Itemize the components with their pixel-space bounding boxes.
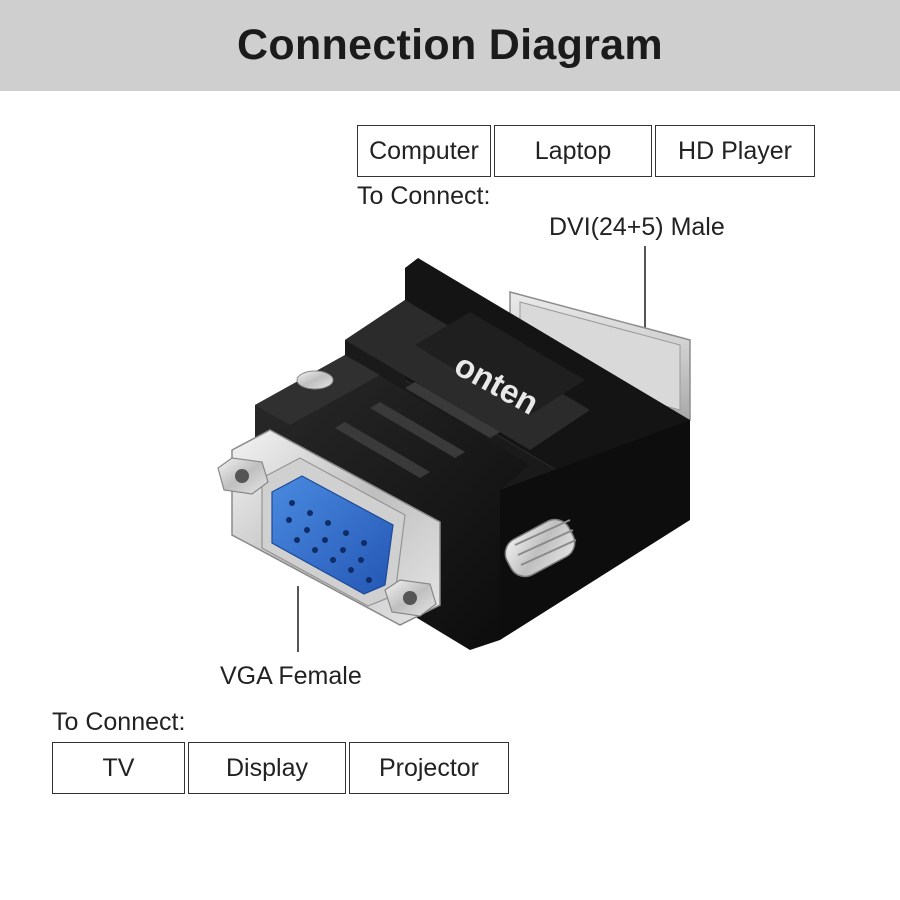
device-box-laptop: Laptop — [494, 125, 652, 177]
vga-leader-line — [297, 586, 299, 652]
thumb-screw-side — [504, 518, 577, 578]
dvi-male-label: DVI(24+5) Male — [549, 213, 725, 241]
device-box-hd-player: HD Player — [655, 125, 815, 177]
thumb-screw-top — [296, 370, 334, 390]
display-device-list: TV Display Projector — [52, 742, 509, 794]
vga-connector-shell — [217, 429, 441, 626]
dvi-leader-line — [644, 246, 646, 338]
vga-female-label: VGA Female — [220, 662, 362, 690]
dvi-connector-shell — [509, 291, 691, 421]
source-device-list: Computer Laptop HD Player — [357, 125, 815, 177]
device-box-projector: Projector — [349, 742, 509, 794]
device-box-display: Display — [188, 742, 346, 794]
vga-standoff-left — [217, 457, 269, 495]
display-connect-heading: To Connect: — [52, 708, 186, 736]
device-box-tv: TV — [52, 742, 185, 794]
header-bar: Connection Diagram — [0, 0, 900, 91]
vga-standoff-right — [384, 579, 437, 617]
adapter-body — [255, 258, 690, 650]
device-box-computer: Computer — [357, 125, 491, 177]
source-connect-heading: To Connect: — [357, 182, 491, 210]
page-title: Connection Diagram — [237, 21, 663, 69]
